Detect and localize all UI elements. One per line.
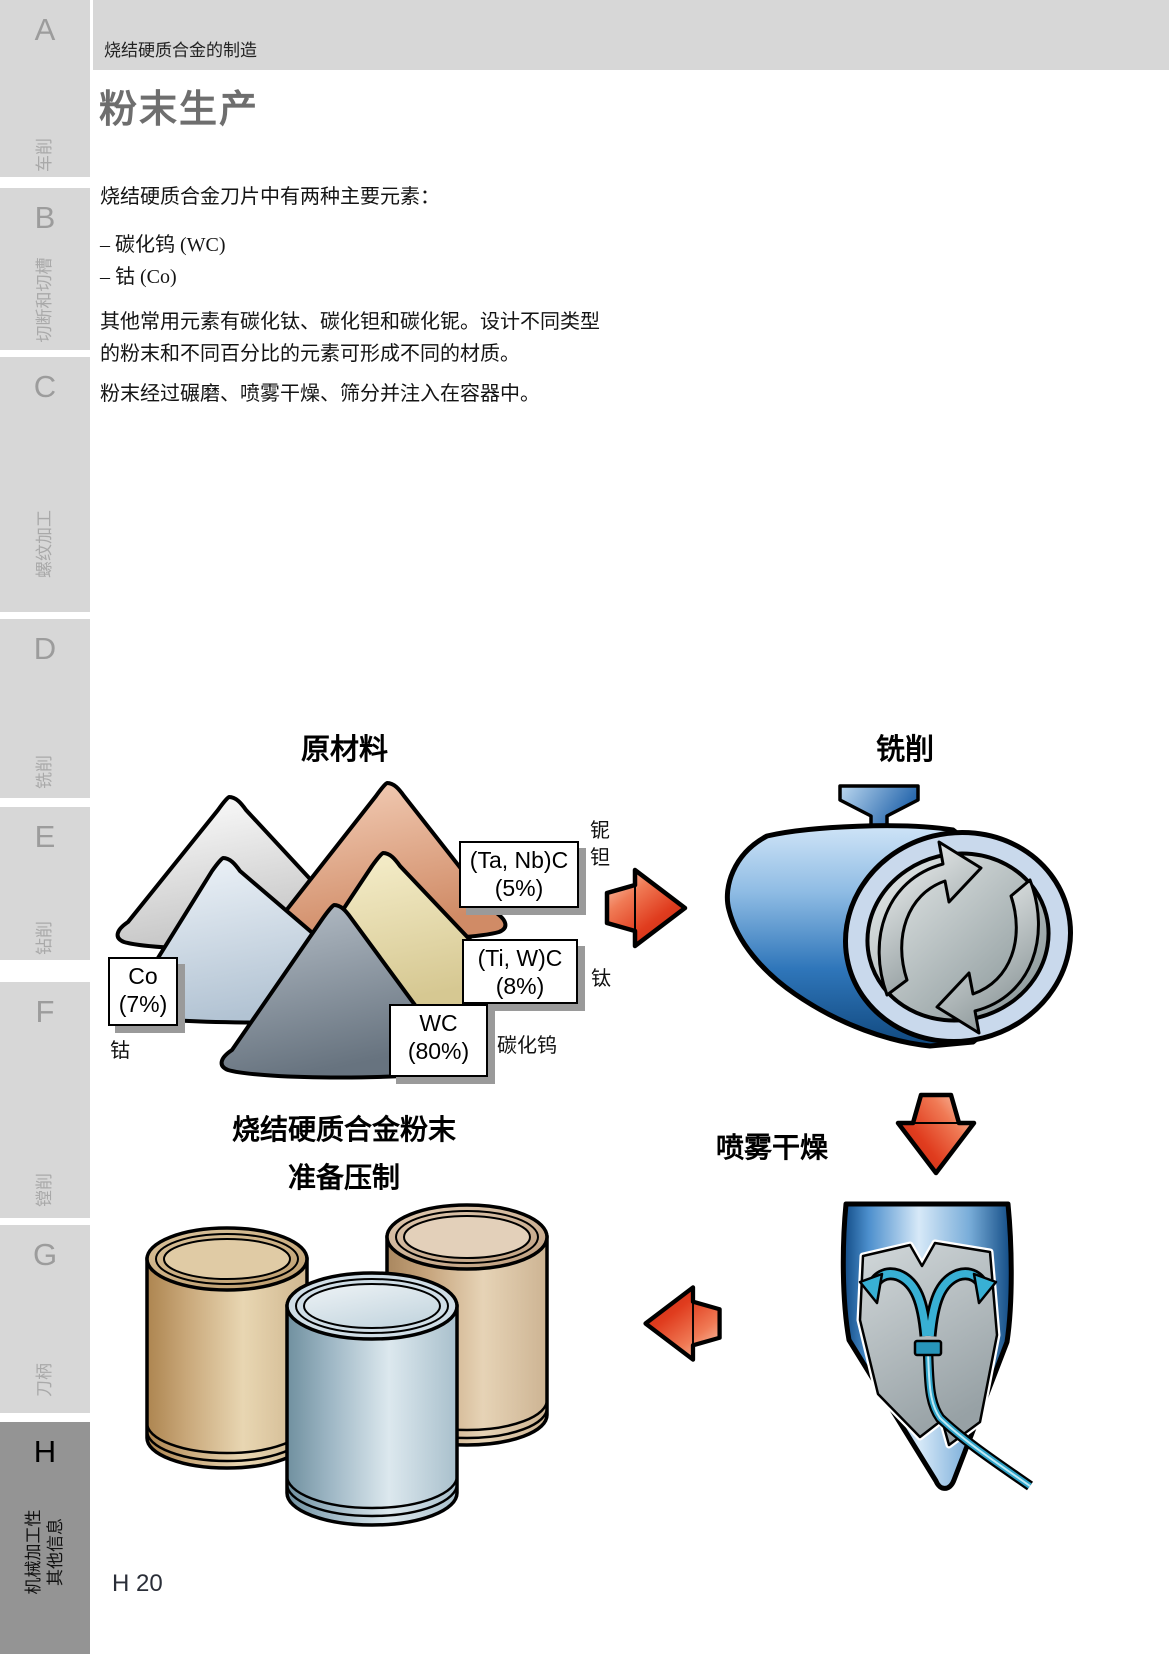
label-line: (Ti, W)C — [477, 945, 563, 971]
page-title: 粉末生产 — [99, 89, 260, 131]
tab-letter: E — [34, 819, 56, 854]
sidebar-tab-g: G 刀柄 — [0, 1225, 90, 1413]
tab-label: 切断和切槽 — [34, 257, 54, 343]
arrow-left-icon — [643, 1285, 722, 1362]
tab-label: 车削 — [34, 138, 54, 172]
tab-letter: C — [33, 369, 57, 404]
label-line: (Ta, Nb)C — [469, 847, 569, 873]
powder-drums-illustration — [145, 1203, 549, 1527]
annotation-niobium-tantalum: 铌 钽 — [590, 818, 610, 872]
element-list: – 碳化钨 (WC) – 钴 (Co) — [100, 229, 226, 293]
chapter-heading: 烧结硬质合金的制造 — [104, 41, 257, 60]
tab-label: 钻削 — [34, 921, 54, 955]
page-number: H 20 — [112, 1570, 163, 1597]
sidebar-tab-b: B 切断和切槽 — [0, 188, 90, 350]
tab-label: 刀柄 — [34, 1363, 54, 1397]
arrow-down-icon — [895, 1092, 977, 1176]
raw-materials-title: 原材料 — [301, 734, 389, 766]
tab-letter: B — [34, 200, 56, 235]
annotation-tungsten-carbide: 碳化钨 — [497, 1035, 557, 1057]
powder-title-line1: 烧结硬质合金粉末 — [232, 1114, 457, 1145]
drum-left — [145, 1226, 309, 1470]
sidebar-tab-f: F 镗削 — [0, 982, 90, 1218]
tab-letter: H — [33, 1434, 57, 1469]
powder-title-line2: 准备压制 — [288, 1162, 401, 1193]
label-line: WC — [419, 1010, 458, 1036]
label-box-tanbc: (Ta, Nb)C (5%) — [459, 841, 579, 908]
tab-letter: A — [34, 12, 56, 47]
tab-label: 铣削 — [34, 755, 54, 789]
paragraph-milling: 粉末经过碾磨、喷雾干燥、筛分并注入在容器中。 — [100, 383, 540, 405]
sidebar-tab-a: A 车削 — [0, 0, 90, 177]
annotation-titanium: 钛 — [591, 968, 611, 990]
annotation-ta: 钽 — [590, 847, 610, 869]
dryer-tube — [913, 1339, 1034, 1491]
drum-center — [285, 1271, 459, 1527]
label-line: (5%) — [494, 875, 544, 901]
label-box-co: Co (7%) — [108, 957, 178, 1026]
tab-letter: G — [32, 1237, 58, 1272]
tab-label: 机械加工性 其他信息 — [23, 1510, 67, 1595]
arrow-right-icon — [604, 867, 688, 949]
sidebar-tab-e: E 钻削 — [0, 807, 90, 960]
tab-letter: D — [33, 631, 57, 666]
label-line: (7%) — [118, 991, 168, 1017]
label-box-wc: WC (80%) — [389, 1004, 488, 1077]
label-line: (8%) — [495, 973, 545, 999]
spray-dryer-illustration — [840, 1201, 1034, 1491]
tab-label-line2: 其他信息 — [46, 1518, 65, 1586]
intro-paragraph: 烧结硬质合金刀片中有两种主要元素： — [100, 186, 440, 208]
spray-drying-title: 喷雾干燥 — [716, 1132, 829, 1163]
list-item-wc: – 碳化钨 (WC) — [100, 234, 226, 256]
sidebar-tab-d: D 铣削 — [0, 619, 90, 798]
paragraph-line: 的粉末和不同百分比的元素可形成不同的材质。 — [100, 343, 520, 365]
sidebar-tab-c: C 螺纹加工 — [0, 357, 90, 612]
tab-letter: F — [35, 994, 55, 1029]
tab-label: 镗削 — [34, 1173, 54, 1207]
label-line: (80%) — [407, 1038, 470, 1064]
ball-mill-illustration — [724, 784, 1073, 1049]
header-band: 烧结硬质合金的制造 — [93, 0, 1169, 70]
tab-label-line1: 机械加工性 — [23, 1509, 43, 1595]
rotation-arrow-upper — [877, 840, 983, 997]
tab-label: 螺纹加工 — [34, 510, 54, 578]
milling-title: 铣削 — [876, 734, 935, 766]
paragraph-line: 其他常用元素有碳化钛、碳化钽和碳化铌。设计不同类型 — [100, 311, 600, 333]
list-item-co: – 钴 (Co) — [100, 266, 177, 288]
sidebar-tab-h-active: H 机械加工性 其他信息 — [0, 1422, 90, 1654]
paragraph-other-elements: 其他常用元素有碳化钛、碳化钽和碳化铌。设计不同类型 的粉末和不同百分比的元素可形… — [100, 306, 600, 370]
spray-fountain — [858, 1267, 998, 1337]
rotation-arrow-lower — [935, 878, 1040, 1035]
annotation-cobalt: 钴 — [110, 1040, 130, 1062]
label-box-tiwc: (Ti, W)C (8%) — [462, 939, 578, 1004]
annotation-nb: 铌 — [590, 820, 610, 842]
label-line: Co — [128, 963, 158, 989]
